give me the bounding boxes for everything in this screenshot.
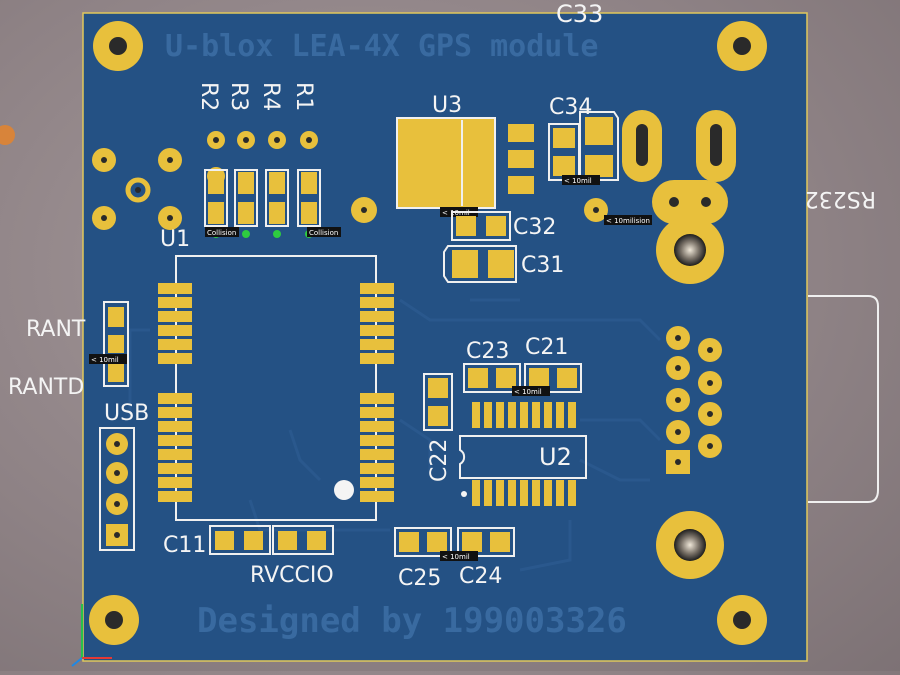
- resistor-pads: [204, 169, 321, 238]
- c22-pads: [423, 373, 453, 431]
- u3-regulator: [396, 117, 534, 209]
- u1-pin1-marker: [334, 480, 354, 500]
- drc-collision-tag[interactable]: Collision: [207, 229, 236, 237]
- drc-collision-tag[interactable]: Collision: [309, 229, 338, 237]
- drc-clearance-tag[interactable]: < 10mil: [514, 388, 542, 396]
- usb-header: [99, 427, 135, 551]
- c11-rvccio-pads: [209, 525, 334, 555]
- label-c23: C23: [466, 339, 509, 364]
- copper-traces: [128, 298, 662, 572]
- c34-pads: [548, 111, 619, 181]
- board-footer: Designed by 199003326: [197, 601, 627, 641]
- label-rantd: RANTD: [8, 375, 84, 400]
- label-u2: U2: [539, 443, 572, 471]
- board-title: U-blox LEA-4X GPS module: [165, 29, 598, 64]
- label-usb: USB: [104, 401, 149, 426]
- label-c21: C21: [525, 335, 568, 360]
- label-c34: C34: [549, 95, 592, 120]
- label-r1: R1: [291, 82, 316, 111]
- label-r4: R4: [258, 82, 283, 111]
- mounting-holes: [89, 21, 767, 645]
- drc-clearance-tag[interactable]: < 10mil: [91, 356, 119, 364]
- label-c33: C33: [556, 0, 603, 28]
- u2-ic: [459, 402, 587, 506]
- label-rant: RANT: [26, 317, 86, 342]
- c32-pads: [451, 211, 511, 241]
- c23-c21-pads: [463, 363, 582, 393]
- label-c24: C24: [459, 564, 502, 589]
- label-u3: U3: [432, 93, 462, 118]
- label-rvccio: RVCCIO: [250, 563, 334, 588]
- u1-pads-right: [360, 283, 394, 502]
- u1-pads-left: [158, 283, 192, 502]
- label-c32: C32: [513, 215, 556, 240]
- rs232-connector: [656, 295, 879, 579]
- origin-marker: [0, 125, 15, 145]
- xyz-axis-icon: [71, 604, 112, 667]
- rant-pads: [103, 301, 129, 387]
- label-rs232: RS232: [805, 186, 876, 211]
- label-u1: U1: [160, 227, 190, 252]
- drc-clearance-tag[interactable]: < 10mil: [442, 553, 470, 561]
- label-c11: C11: [163, 533, 206, 558]
- label-r3: R3: [226, 82, 251, 111]
- label-r2: R2: [196, 82, 221, 111]
- u1-outline: [175, 255, 377, 521]
- label-c22: C22: [427, 439, 452, 482]
- c25-c24-pads: [394, 527, 515, 557]
- power-jack-pads: [584, 110, 736, 284]
- drc-clearance-tag[interactable]: < 10milision: [606, 217, 650, 225]
- antenna-connector: [92, 148, 182, 230]
- drc-clearance-tag[interactable]: < 10mil: [564, 177, 592, 185]
- label-c25: C25: [398, 566, 441, 591]
- label-c31: C31: [521, 253, 564, 278]
- c31-pads: [443, 245, 517, 283]
